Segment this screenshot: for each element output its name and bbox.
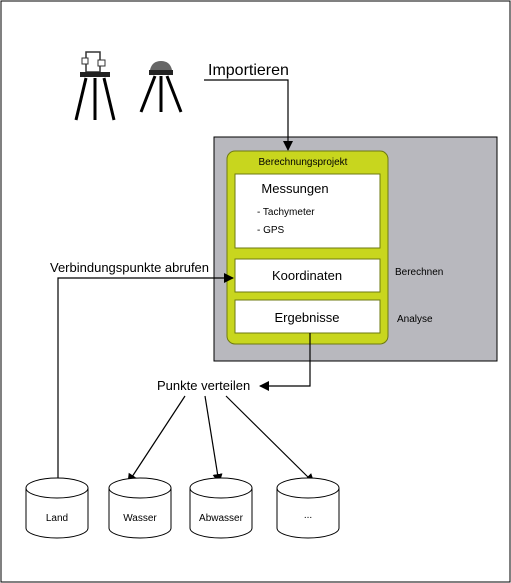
calculate-label: Berechnen: [395, 267, 443, 278]
analysis-label: Analyse: [397, 314, 433, 325]
results-label: Ergebnisse: [274, 310, 339, 325]
import-label: Importieren: [208, 62, 289, 79]
coordinates-label: Koordinaten: [272, 268, 342, 283]
database-land: Land: [25, 477, 89, 539]
connection-points-label: Verbindungspunkte abrufen: [50, 260, 209, 275]
coordinates-box: [234, 258, 381, 293]
distribute-points-label: Punkte verteilen: [157, 378, 250, 393]
database-more: ...: [276, 477, 340, 539]
distribute-arrow-wasser: [127, 395, 186, 484]
results-box: [234, 299, 381, 334]
database-label: Land: [46, 513, 68, 524]
measurement-item-gps: - GPS: [257, 225, 285, 236]
connection-points-arrow: [57, 273, 234, 488]
measurement-item-tachymeter: - Tachymeter: [257, 207, 315, 218]
database-label: Wasser: [123, 513, 157, 524]
database-wasser: Wasser: [108, 477, 172, 539]
database-abwasser: Abwasser: [189, 477, 253, 539]
tachymeter-tripod-icon: [74, 51, 116, 121]
database-label: Abwasser: [199, 513, 244, 524]
import-arrow: [204, 79, 293, 151]
project-title: Berechnungsprojekt: [259, 157, 348, 168]
measurements-box: [234, 173, 381, 249]
results-arrow: [259, 333, 311, 391]
measurements-title: Messungen: [261, 181, 328, 196]
gps-tripod-icon: [139, 61, 183, 113]
distribute-arrow-more: [225, 395, 315, 484]
distribute-arrow-abwasser: [204, 395, 223, 484]
database-label: ...: [304, 510, 312, 521]
